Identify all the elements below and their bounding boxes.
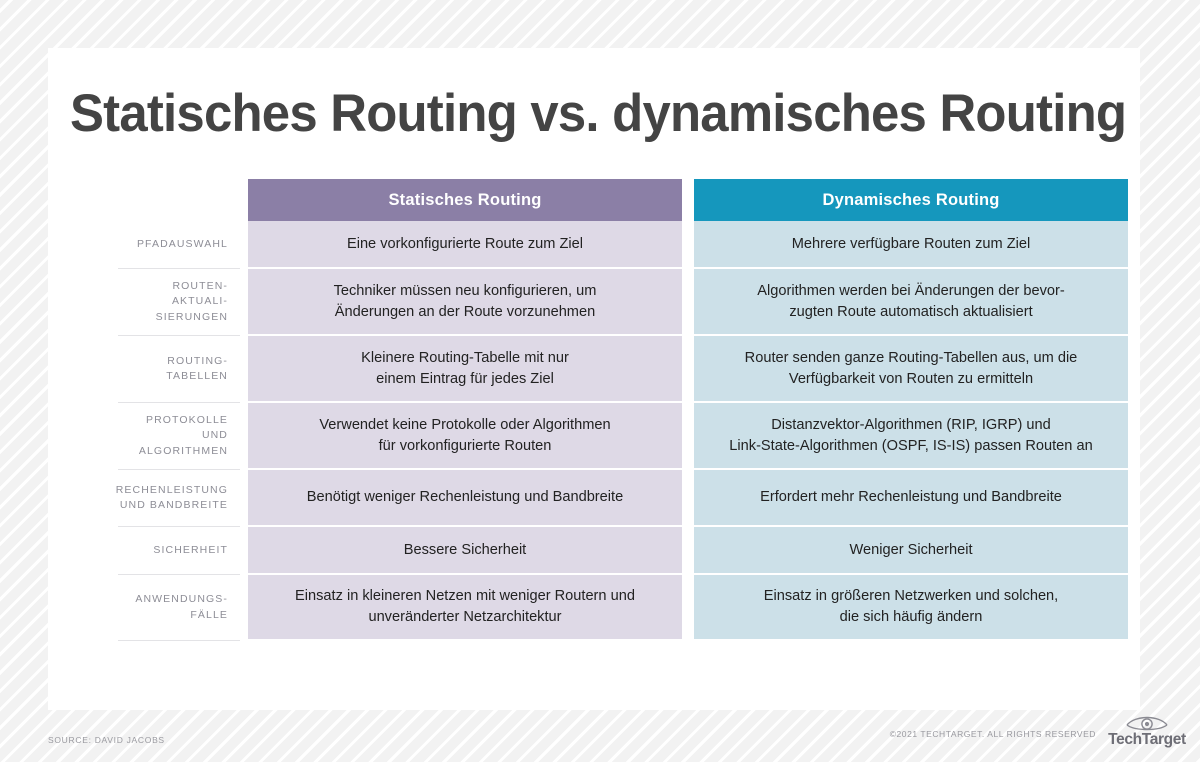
column-gap: [682, 470, 694, 527]
label-column-spacer: [240, 179, 248, 221]
column-gap: [682, 269, 694, 336]
cell-dynamic: Mehrere verfügbare Routen zum Ziel: [694, 221, 1128, 269]
label-column-spacer: [240, 403, 248, 470]
table-row: ROUTEN-AKTUALI-SIERUNGEN Techniker müsse…: [118, 269, 1128, 336]
logo-wordmark: TechTarget: [1108, 731, 1186, 748]
row-label: ROUTING-TABELLEN: [118, 336, 240, 403]
table-row: ANWENDUNGS-FÄLLE Einsatz in kleineren Ne…: [118, 575, 1128, 641]
label-column-spacer: [240, 527, 248, 575]
row-label: ANWENDUNGS-FÄLLE: [118, 575, 240, 641]
table-header-row: Statisches Routing Dynamisches Routing: [118, 179, 1128, 221]
row-label: SICHERHEIT: [118, 527, 240, 575]
cell-static: Eine vorkonfigurierte Route zum Ziel: [248, 221, 682, 269]
techtarget-logo: TechTarget: [1104, 714, 1190, 748]
cell-dynamic: Erfordert mehr Rechenleistung und Bandbr…: [694, 470, 1128, 527]
label-column-spacer: [240, 336, 248, 403]
column-header-dynamic: Dynamisches Routing: [694, 179, 1128, 221]
page-title: Statisches Routing vs. dynamisches Routi…: [70, 84, 1127, 143]
row-label: PFADAUSWAHL: [118, 221, 240, 269]
source-credit: SOURCE: DAVID JACOBS: [48, 735, 165, 745]
copyright-notice: ©2021 TECHTARGET. ALL RIGHTS RESERVED: [889, 728, 1096, 739]
content-card: Statisches Routing vs. dynamisches Routi…: [48, 48, 1140, 710]
cell-static: Bessere Sicherheit: [248, 527, 682, 575]
column-header-static: Statisches Routing: [248, 179, 682, 221]
label-column-spacer: [240, 221, 248, 269]
cell-dynamic: Distanzvektor-Algorithmen (RIP, IGRP) un…: [694, 403, 1128, 470]
table-row: PFADAUSWAHL Eine vorkonfigurierte Route …: [118, 221, 1128, 269]
table-corner-cell: [118, 179, 240, 221]
column-gap: [682, 403, 694, 470]
cell-dynamic: Router senden ganze Routing-Tabellen aus…: [694, 336, 1128, 403]
label-column-spacer: [240, 269, 248, 336]
label-column-spacer: [240, 470, 248, 527]
cell-dynamic: Einsatz in größeren Netzwerken und solch…: [694, 575, 1128, 641]
cell-dynamic: Algorithmen werden bei Änderungen der be…: [694, 269, 1128, 336]
footer-right-group: ©2021 TECHTARGET. ALL RIGHTS RESERVED Te…: [890, 714, 1190, 748]
cell-dynamic: Weniger Sicherheit: [694, 527, 1128, 575]
table-row: SICHERHEIT Bessere Sicherheit Weniger Si…: [118, 527, 1128, 575]
column-gap: [682, 336, 694, 403]
row-label: ROUTEN-AKTUALI-SIERUNGEN: [118, 269, 240, 336]
column-gap: [682, 179, 694, 221]
comparison-table: Statisches Routing Dynamisches Routing P…: [116, 179, 1128, 641]
eye-icon: [1125, 714, 1169, 731]
cell-static: Benötigt weniger Rechenleistung und Band…: [248, 470, 682, 527]
column-gap: [682, 527, 694, 575]
table-row: ROUTING-TABELLEN Kleinere Routing-Tabell…: [118, 336, 1128, 403]
label-column-spacer: [240, 575, 248, 641]
column-gap: [682, 221, 694, 269]
column-gap: [682, 575, 694, 641]
cell-static: Verwendet keine Protokolle oder Algorith…: [248, 403, 682, 470]
cell-static: Einsatz in kleineren Netzen mit weniger …: [248, 575, 682, 641]
